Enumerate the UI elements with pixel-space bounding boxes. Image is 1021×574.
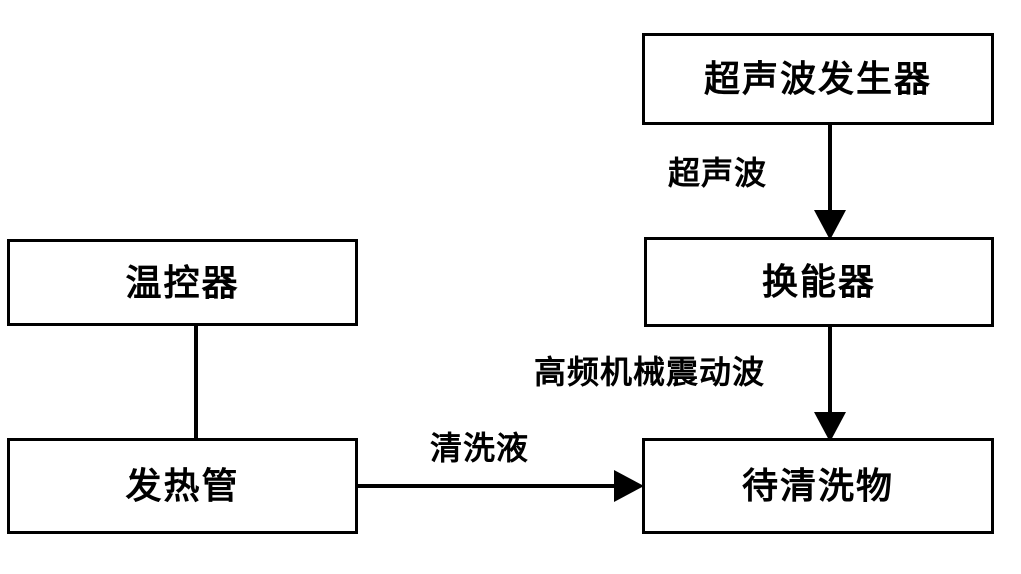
node-label: 发热管	[125, 466, 240, 506]
edge-generator-to-transducer[interactable]	[814, 125, 846, 240]
node-workpiece[interactable]: 待清洗物	[642, 438, 994, 534]
edge-heating-tube-to-workpiece[interactable]	[358, 470, 644, 502]
edge-label-cleaning-solution: 清洗液	[430, 430, 530, 466]
node-label: 待清洗物	[741, 466, 894, 506]
node-temperature-controller[interactable]: 温控器	[7, 239, 358, 326]
node-transducer[interactable]: 换能器	[644, 237, 994, 327]
node-heating-tube[interactable]: 发热管	[7, 438, 358, 534]
node-label: 超声波发生器	[703, 59, 932, 99]
node-ultrasonic-generator[interactable]: 超声波发生器	[642, 33, 994, 125]
node-label: 换能器	[761, 262, 876, 302]
edge-label-ultrasonic-wave: 超声波	[668, 155, 768, 191]
edge-transducer-to-workpiece[interactable]	[814, 327, 846, 442]
node-label: 温控器	[125, 262, 240, 303]
edge-label-high-frequency-vibration: 高频机械震动波	[534, 354, 766, 390]
